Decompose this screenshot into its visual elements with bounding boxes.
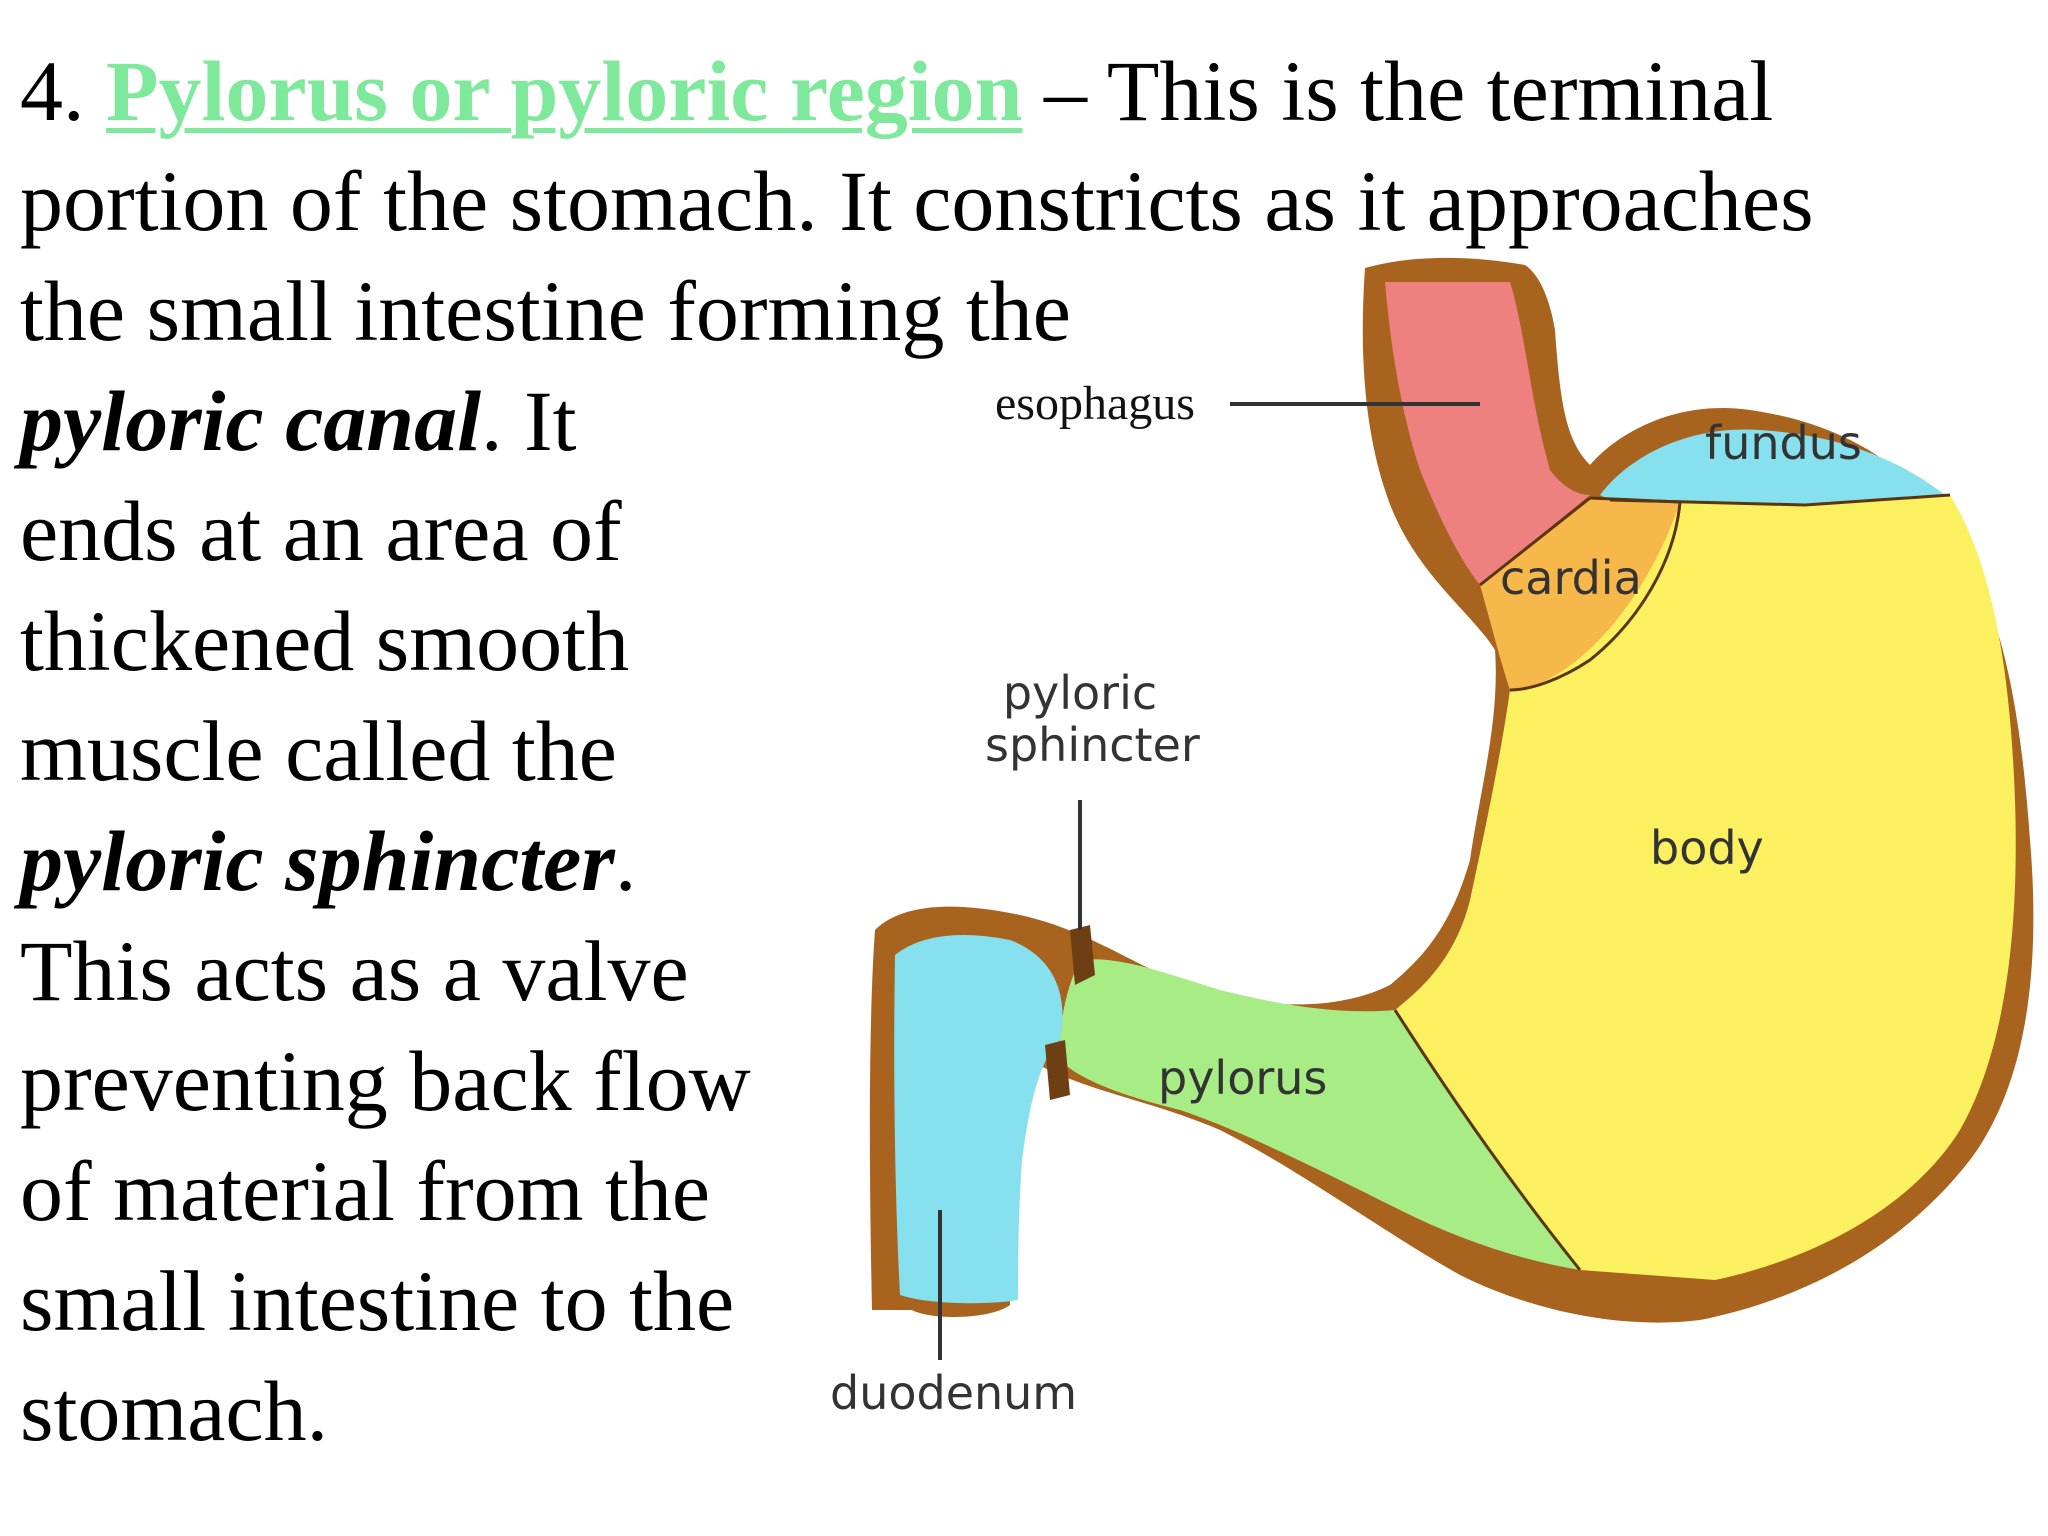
text-line-9: This acts as a valve [20,923,689,1019]
line-suffix: – This is the terminal [1022,43,1774,139]
text-line-11: of material from the [20,1143,711,1239]
duodenum-region [894,935,1063,1304]
term-pyloric-sphincter: pyloric sphincter [20,813,615,909]
line-suffix: . [614,813,637,909]
text-line-2: portion of the stomach. It constricts as… [20,153,1814,249]
text-line-7: muscle called the [20,703,617,799]
label-duodenum: duodenum [830,1366,1078,1420]
text-line-4: pyloric canal. It [20,378,577,464]
text-line-1: 4. Pylorus or pyloric region – This is t… [20,48,1773,134]
term-pyloric-canal: pyloric canal [20,373,481,469]
text-line-3: the small intestine forming the [20,263,1071,359]
label-pyloric-sphincter-line1: pyloric [1002,666,1158,720]
text-line-12: small intestine to the [20,1253,735,1349]
esophagus-region [1385,282,1590,585]
pyloric-sphincter-muscle [1070,925,1095,985]
pylorus-boundary [1393,1009,1582,1271]
label-fundus: fundus [1705,416,1862,470]
line-prefix: 4. [20,43,106,139]
text-line-8: pyloric sphincter. [20,818,636,904]
body-region [1395,495,2016,1280]
label-pyloric-sphincter-line2: sphincter [985,718,1200,772]
label-esophagus: esophagus [995,377,1195,430]
text-line-5: ends at an area of [20,483,622,579]
label-body: body [1650,821,1764,875]
line-suffix: . It [481,373,577,469]
text-line-13: stomach. [20,1363,329,1459]
label-cardia: cardia [1500,551,1642,605]
fundus-region [1600,429,1945,505]
fundus-boundary [1609,493,1951,507]
text-line-6: thickened smooth [20,593,630,689]
text-line-10: preventing back flow [20,1033,751,1129]
pyloric-sphincter-muscle-lower [1045,1040,1070,1100]
pylorus-heading-link[interactable]: Pylorus or pyloric region [106,43,1023,139]
label-pyloric-sphincter: pyloric sphincter [985,666,1200,772]
pylorus-region [1059,959,1580,1270]
label-pylorus: pylorus [1158,1051,1328,1105]
